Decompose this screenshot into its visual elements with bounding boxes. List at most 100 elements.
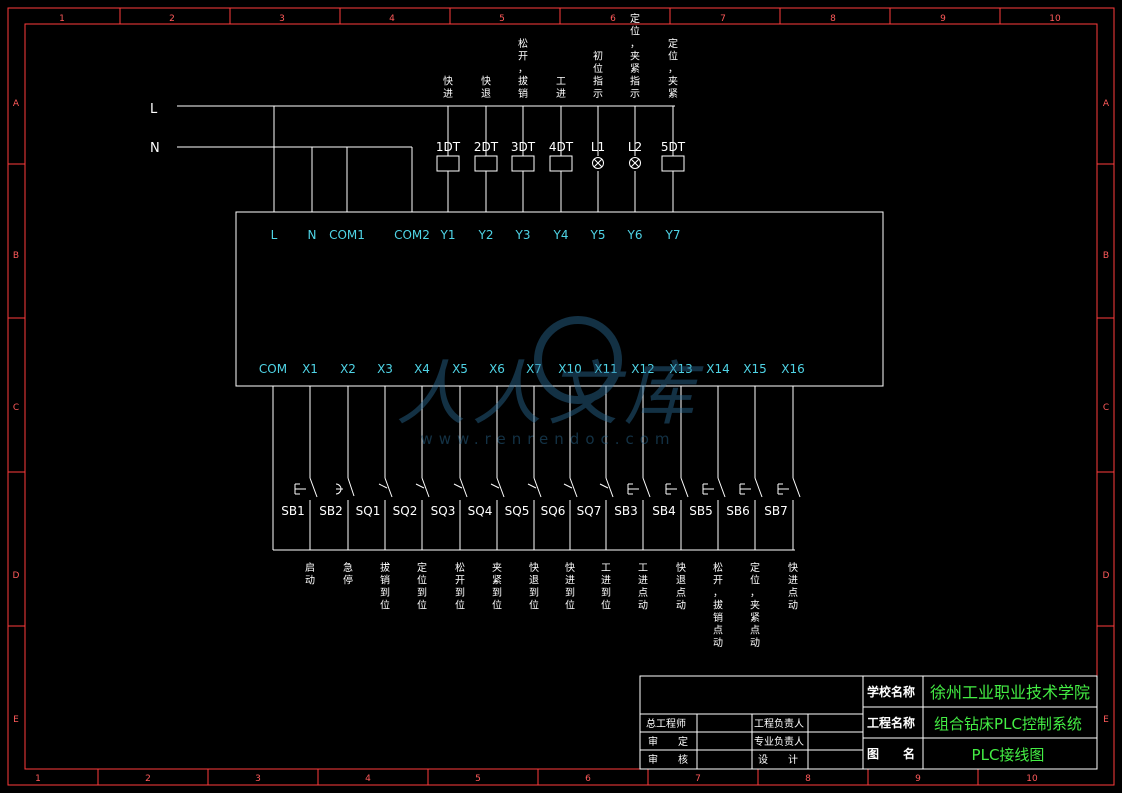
svg-text:退: 退 (676, 575, 686, 587)
svg-text:位: 位 (601, 599, 611, 612)
output-function-2dt: 快退 (481, 76, 491, 101)
frame-column-number: 6 (585, 774, 591, 784)
svg-text:指: 指 (593, 75, 603, 88)
frame-row-letter: B (1103, 251, 1109, 261)
plc-terminal-y1: Y1 (440, 228, 456, 242)
output-function-5dt: 定位，夹紧 (668, 37, 678, 100)
svg-text:动: 动 (305, 575, 315, 587)
svg-text:位: 位 (565, 599, 575, 612)
svg-text:进: 进 (601, 575, 611, 587)
svg-text:定: 定 (750, 561, 760, 574)
frame-row-letter: D (13, 571, 20, 581)
svg-text:松: 松 (713, 561, 723, 574)
svg-text:停: 停 (343, 574, 353, 587)
svg-text:到: 到 (601, 587, 611, 599)
svg-text:，: ， (518, 64, 528, 75)
frame-column-number: 6 (610, 14, 616, 24)
svg-text:退: 退 (529, 575, 539, 587)
frame-column-number: 5 (499, 14, 505, 24)
input-device-label: SB5 (689, 504, 712, 518)
input-device-label: SQ6 (541, 504, 566, 518)
input-device-sq2: SQ2 (393, 477, 430, 518)
output-device-3dt: 3DT (511, 140, 536, 172)
svg-text:位: 位 (492, 599, 502, 612)
svg-text:到: 到 (492, 587, 502, 599)
design-label: 设 计 (758, 753, 798, 766)
plc-terminal-com2: COM2 (394, 228, 430, 242)
output-device-label: 2DT (474, 140, 499, 154)
output-wiring (273, 106, 674, 212)
frame-column-number: 9 (915, 774, 921, 784)
input-device-sq4: SQ4 (468, 477, 505, 518)
frame-column-number: 9 (940, 14, 946, 24)
svg-text:进: 进 (788, 575, 798, 587)
svg-text:定: 定 (630, 12, 640, 25)
frame-column-number: 8 (830, 14, 836, 24)
plc-terminal-x11: X11 (594, 362, 618, 376)
output-device-l1: L1 (591, 140, 605, 169)
svg-text:开: 开 (455, 576, 465, 587)
svg-text:点: 点 (788, 587, 798, 599)
svg-text:松: 松 (455, 561, 465, 574)
project-lead-label: 工程负责人 (754, 717, 804, 730)
input-device-label: SQ7 (577, 504, 602, 518)
frame-row-letter: A (13, 99, 20, 109)
svg-text:，: ， (630, 39, 640, 50)
chief-engineer-label: 总工程师 (646, 717, 686, 730)
input-device-sb1: SB1 (281, 477, 318, 518)
plc-terminal-l: L (271, 228, 278, 242)
svg-text:动: 动 (713, 637, 723, 649)
plc-terminal-x7: X7 (526, 362, 542, 376)
svg-text:夹: 夹 (750, 599, 760, 612)
plc-terminal-com1: COM1 (329, 228, 365, 242)
svg-text:紧: 紧 (668, 88, 678, 100)
svg-text:拔: 拔 (518, 75, 528, 88)
output-device-label: L1 (591, 140, 605, 154)
watermark-url: www.renrendoc.com (420, 430, 675, 448)
svg-text:启: 启 (305, 561, 315, 574)
svg-text:进: 进 (443, 88, 453, 100)
svg-text:动: 动 (638, 600, 648, 612)
svg-text:快: 快 (676, 562, 686, 574)
frame-row-letter: D (1103, 571, 1110, 581)
input-device-sq5: SQ5 (505, 477, 542, 518)
svg-text:示: 示 (630, 89, 640, 100)
input-device-sb4: SB4 (652, 477, 689, 518)
frame-row-letter: B (13, 251, 19, 261)
svg-text:位: 位 (750, 574, 760, 587)
drawing-name-label: 图 名 (867, 746, 915, 761)
svg-text:点: 点 (750, 625, 760, 637)
plc-terminal-n: N (308, 228, 317, 242)
frame-column-number: 10 (1026, 774, 1038, 784)
svg-text:位: 位 (529, 599, 539, 612)
svg-text:到: 到 (455, 587, 465, 599)
output-device-l2: L2 (628, 140, 642, 169)
svg-text:快: 快 (481, 76, 491, 88)
svg-text:，: ， (713, 588, 723, 599)
input-device-sb3: SB3 (614, 477, 651, 518)
frame-column-number: 2 (145, 774, 151, 784)
plc-terminal-x10: X10 (558, 362, 582, 376)
input-device-label: SQ5 (505, 504, 530, 518)
input-device-label: SQ3 (431, 504, 456, 518)
svg-text:紧: 紧 (492, 575, 502, 587)
svg-text:开: 开 (518, 52, 528, 63)
output-device-label: 3DT (511, 140, 536, 154)
output-device-5dt: 5DT (661, 140, 686, 172)
svg-text:工: 工 (601, 563, 611, 574)
plc-terminal-y2: Y2 (478, 228, 494, 242)
output-device-label: 1DT (436, 140, 461, 154)
svg-text:退: 退 (481, 88, 491, 100)
plc-terminal-x12: X12 (631, 362, 655, 376)
input-function-sb2: 急停 (343, 561, 353, 587)
